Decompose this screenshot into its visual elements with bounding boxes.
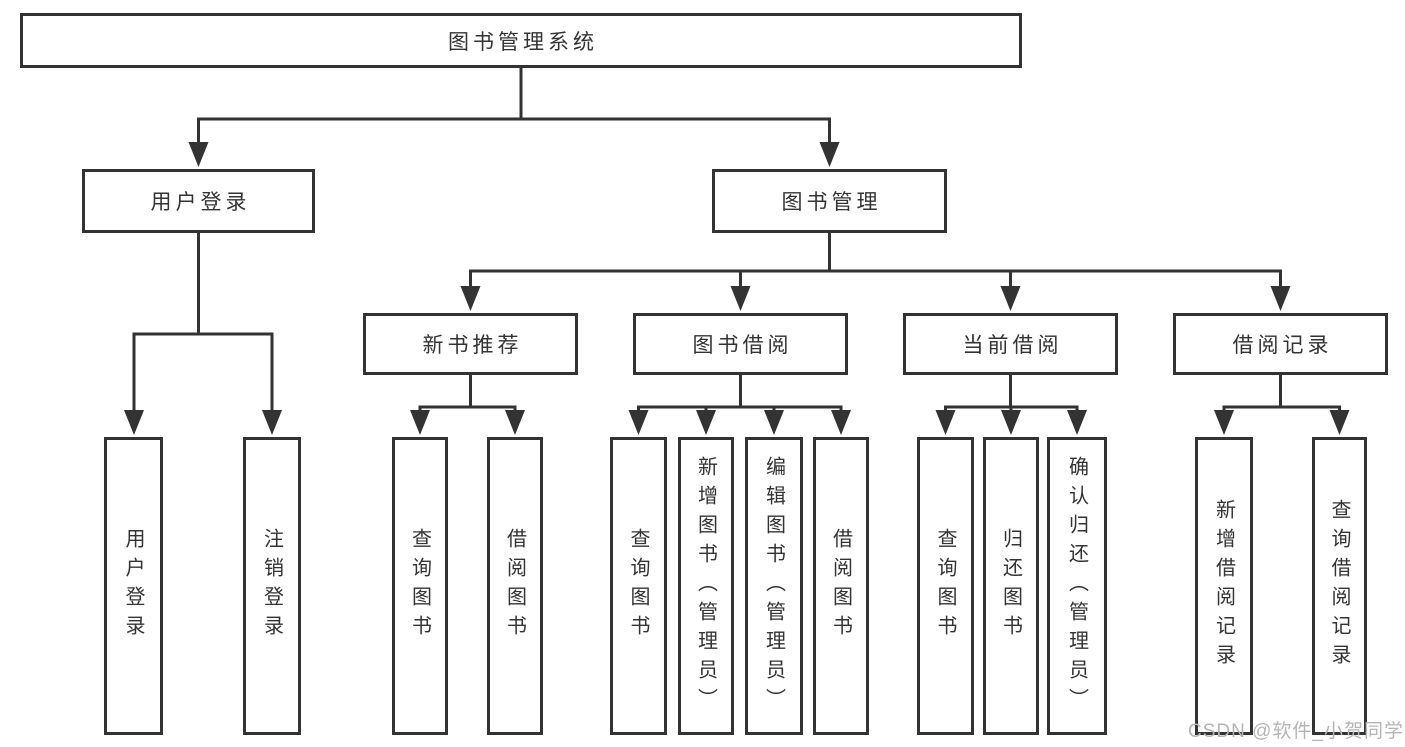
- node-user-login: 用户登录: [82, 169, 315, 233]
- arrowhead: [1214, 410, 1234, 435]
- arrowheads-current-borrow: [935, 410, 1087, 435]
- arrowhead: [505, 410, 525, 435]
- arrowhead: [1329, 410, 1350, 435]
- node-label: 查询图书: [408, 528, 431, 644]
- node-new-book-recommend: 新书推荐: [363, 313, 578, 375]
- node-label: 确认归还（管理员）: [1065, 455, 1088, 717]
- arrowhead: [1000, 286, 1021, 311]
- arrowhead: [1067, 410, 1087, 435]
- node-label: 借阅图书: [503, 528, 526, 644]
- node-label: 新增借阅记录: [1212, 499, 1235, 673]
- connector-root: [197, 68, 831, 144]
- node-label: 归还图书: [999, 528, 1022, 644]
- node-add-book-admin: 新增图书（管理员）: [678, 437, 734, 735]
- node-add-borrow-record: 新增借阅记录: [1195, 437, 1253, 735]
- connector-new-book-recommend: [418, 375, 517, 412]
- arrowheads-book-management: [460, 286, 1291, 311]
- node-label: 用户登录: [122, 528, 144, 644]
- node-book-management: 图书管理: [712, 169, 947, 233]
- arrowhead: [696, 410, 716, 435]
- arrowhead: [262, 410, 282, 435]
- node-label: 图书管理: [781, 191, 882, 214]
- node-query-borrow-record: 查询借阅记录: [1312, 437, 1367, 735]
- arrowhead: [935, 410, 956, 435]
- node-label: 查询借阅记录: [1328, 499, 1350, 673]
- arrowhead: [124, 410, 144, 435]
- node-return-books: 归还图书: [983, 437, 1039, 735]
- connector-user-login: [132, 233, 274, 412]
- node-label: 图书管理系统: [448, 30, 598, 54]
- arrowhead: [764, 410, 784, 435]
- node-book-borrowing: 图书借阅: [633, 313, 848, 375]
- node-label: 借阅图书: [829, 528, 852, 644]
- connector-current-borrow: [944, 375, 1079, 412]
- node-label: 新书推荐: [422, 334, 523, 357]
- node-query-books-borrow: 查询图书: [610, 437, 667, 735]
- node-edit-book-admin: 编辑图书（管理员）: [745, 437, 803, 735]
- arrowheads-root: [188, 142, 840, 167]
- node-borrow-books-leaf: 借阅图书: [813, 437, 869, 735]
- arrowhead: [1270, 286, 1291, 311]
- node-query-books-current: 查询图书: [917, 437, 974, 735]
- connector-book-management: [469, 233, 1282, 288]
- arrowhead: [460, 286, 481, 311]
- node-logout: 注销登录: [243, 437, 301, 735]
- node-root-library-system: 图书管理系统: [20, 13, 1022, 68]
- node-query-books-recommend: 查询图书: [392, 437, 448, 735]
- arrowheads-borrow-record: [1214, 410, 1350, 435]
- node-label: 当前借阅: [962, 334, 1063, 357]
- connector-borrow-record: [1222, 375, 1341, 412]
- node-label: 用户登录: [150, 191, 251, 214]
- csdn-watermark: CSDN @软件_小贺同学: [1188, 721, 1404, 742]
- arrowhead: [1001, 410, 1021, 435]
- node-label: 查询图书: [934, 528, 956, 644]
- connector-book-borrow: [637, 375, 843, 412]
- node-current-borrowing: 当前借阅: [903, 313, 1118, 375]
- node-label: 编辑图书（管理员）: [762, 455, 785, 717]
- arrowheads-book-borrow: [628, 410, 851, 435]
- node-label: 图书借阅: [692, 334, 793, 357]
- arrowheads-user-login: [124, 410, 282, 435]
- node-label: 新增图书（管理员）: [694, 455, 717, 717]
- node-label: 借阅记录: [1232, 334, 1333, 357]
- arrowhead: [831, 410, 851, 435]
- node-borrow-books-recommend: 借阅图书: [487, 437, 543, 735]
- arrowheads-new-book-recommend: [410, 410, 525, 435]
- node-user-login-leaf: 用户登录: [104, 437, 163, 735]
- node-borrowing-records: 借阅记录: [1173, 313, 1388, 375]
- node-confirm-return-admin: 确认归还（管理员）: [1047, 437, 1107, 735]
- arrowhead: [188, 142, 209, 167]
- arrowhead: [410, 410, 430, 435]
- arrowhead: [628, 410, 649, 435]
- node-label: 查询图书: [627, 528, 649, 644]
- node-label: 注销登录: [260, 528, 283, 644]
- arrowhead: [819, 142, 840, 167]
- arrowhead: [730, 286, 751, 311]
